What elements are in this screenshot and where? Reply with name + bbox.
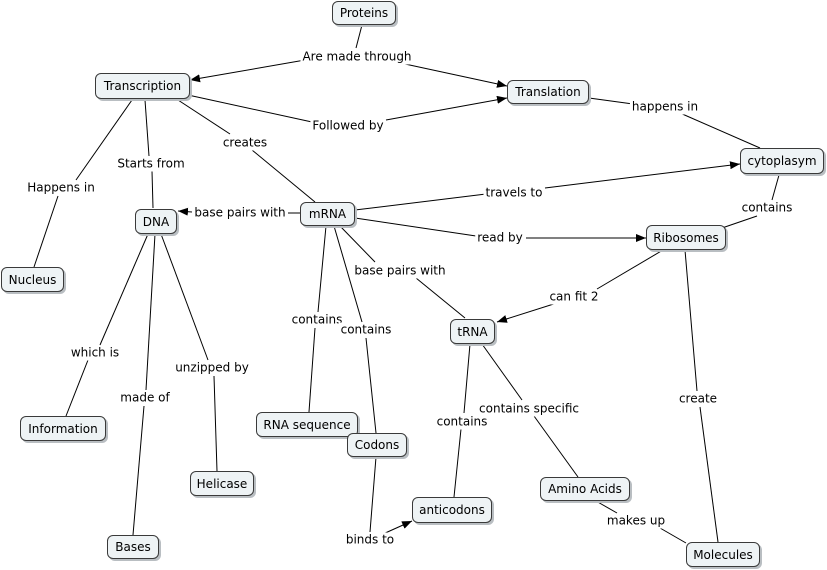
arrow-to-transcription: [189, 59, 306, 83]
node-ribosomes[interactable]: Ribosomes: [646, 225, 726, 250]
node-helicase[interactable]: Helicase: [190, 471, 254, 496]
label-contains-anticodons: contains: [434, 414, 490, 430]
node-bases[interactable]: Bases: [107, 535, 159, 559]
label-contains-cytoplasym: contains: [739, 200, 795, 216]
label-starts-from: Starts from: [115, 156, 187, 172]
label-travels-to: travels to: [483, 185, 545, 201]
line-trna-specific: [481, 343, 523, 401]
line-dna-whichis: [99, 233, 149, 346]
line-transcription-starts: [144, 99, 150, 157]
arrow-basepairs-dna: [177, 207, 193, 216]
label-made-of: made of: [118, 390, 172, 406]
line-transcription-followed: [187, 94, 313, 123]
label-contains-codons: contains: [338, 322, 394, 338]
node-nucleus[interactable]: Nucleus: [1, 267, 64, 292]
label-are-made-through: Are made through: [300, 49, 414, 65]
node-dna[interactable]: DNA: [135, 209, 177, 234]
label-which-is: which is: [68, 345, 122, 361]
label-followed-by: Followed by: [310, 118, 386, 134]
line-makesup-molecules: [659, 527, 687, 544]
node-amino-acids[interactable]: Amino Acids: [540, 477, 630, 501]
line-mrna-basepairs2: [339, 225, 376, 263]
line-specific-aminoacids: [533, 415, 579, 478]
label-can-fit-2: can fit 2: [547, 289, 601, 305]
line-mrna-contains2: [333, 225, 363, 323]
line-mrna-readby: [354, 217, 477, 237]
line-starts-dna: [151, 170, 154, 209]
line-mrna-travels: [354, 193, 487, 211]
node-rna-sequence[interactable]: RNA sequence: [256, 412, 358, 437]
label-makes-up: makes up: [604, 513, 668, 529]
label-contains-specific: contains specific: [477, 401, 581, 417]
line-creates-mrna: [251, 149, 316, 203]
label-creates: creates: [220, 135, 270, 151]
node-anticodons[interactable]: anticodons: [412, 497, 492, 523]
line-basepairs2-trna: [415, 277, 466, 319]
line-happens-nucleus: [33, 195, 59, 268]
line-proteins-label: [355, 24, 363, 49]
node-codons[interactable]: Codons: [347, 433, 407, 457]
node-mrna[interactable]: mRNA: [300, 202, 355, 226]
line-aminoacids-makesup: [595, 500, 618, 514]
label-read-by: read by: [475, 230, 525, 246]
line-transcription-creates: [177, 99, 231, 135]
node-information[interactable]: Information: [20, 416, 106, 441]
arrow-travels-cytoplasym: [544, 161, 741, 189]
line-contains-ribosomes: [721, 215, 758, 229]
line-dna-madeof: [145, 233, 156, 391]
line-cytoplasym-contains: [771, 174, 780, 201]
line-trna-contains: [463, 343, 471, 414]
label-base-pairs-with-trna: base pairs with: [352, 263, 448, 279]
line-transcription-happens: [75, 99, 133, 181]
line-mrna-contains1: [317, 225, 327, 313]
arrow-bindsto-anticodons: [382, 520, 413, 535]
label-happens-in-translation: happens in: [629, 99, 701, 115]
arrow-followed-translation: [385, 95, 508, 121]
line-madeof-bases: [132, 405, 145, 536]
line-unzipped-helicase: [213, 375, 218, 472]
line-dna-unzipped: [160, 233, 209, 361]
line-translation-happens: [588, 97, 634, 105]
node-proteins[interactable]: Proteins: [332, 1, 396, 25]
node-translation[interactable]: Translation: [507, 80, 589, 104]
label-create: create: [676, 391, 720, 407]
label-happens-in-transcription: Happens in: [25, 180, 97, 196]
node-cytoplasym[interactable]: cytoplasym: [740, 148, 824, 174]
arrow-to-translation: [404, 63, 508, 88]
node-trna[interactable]: tRNA: [450, 319, 495, 344]
label-contains-rna-sequence: contains: [289, 312, 345, 328]
label-binds-to: binds to: [343, 532, 397, 548]
line-whichis-information: [65, 359, 89, 417]
line-contains-anticodons: [453, 428, 462, 498]
node-molecules[interactable]: Molecules: [686, 542, 760, 567]
line-contains2-codons: [365, 337, 377, 434]
line-contains1-rnaseq: [308, 327, 316, 413]
label-base-pairs-with-dna: base pairs with: [192, 205, 288, 221]
line-ribosomes-create: [684, 249, 698, 392]
line-create-molecules: [699, 406, 719, 543]
line-ribosomes-canfit: [596, 249, 664, 290]
arrow-canfit-trna: [496, 301, 561, 323]
line-codons-bindsto: [369, 456, 377, 533]
node-transcription[interactable]: Transcription: [95, 73, 190, 99]
label-unzipped-by: unzipped by: [173, 360, 251, 376]
line-happens-cytoplasym: [679, 112, 761, 149]
